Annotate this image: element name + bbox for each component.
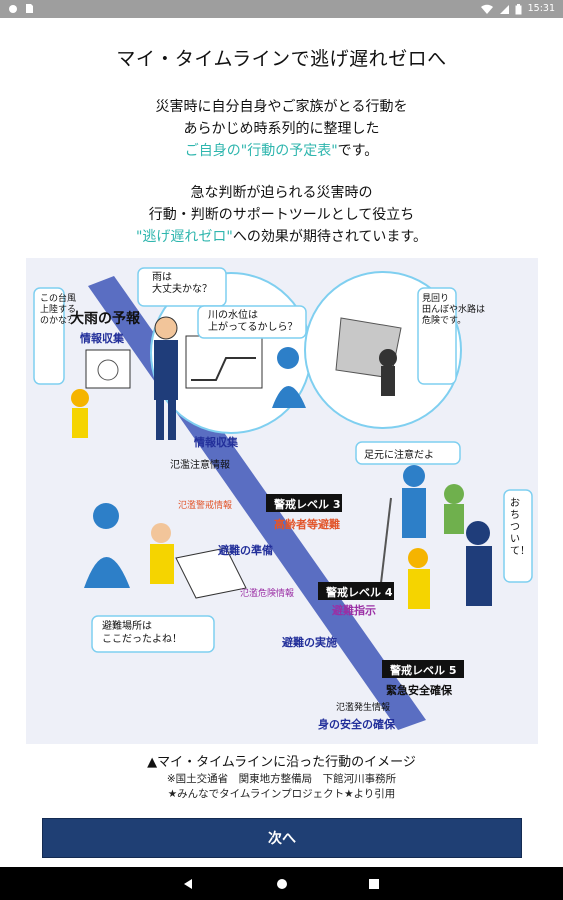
evacuation-prep-label: 避難の準備 bbox=[218, 544, 273, 557]
weather-map-icon bbox=[85, 349, 131, 389]
info-gathering-label-1: 情報収集 bbox=[80, 332, 124, 345]
notification-icon bbox=[9, 5, 17, 13]
illustration-artwork bbox=[33, 267, 533, 730]
intro-paragraph-2: 急な判断が迫られる災害時の 行動・判断のサポートツールとして役立ち "逃げ遅れゼ… bbox=[0, 182, 563, 248]
navigation-bar bbox=[0, 867, 563, 900]
caption-source: ※国土交通省 関東地方整備局 下館河川事務所 bbox=[166, 773, 397, 785]
info-gathering-label-2: 情報収集 bbox=[194, 436, 238, 449]
intro2-line-1: 急な判断が迫られる災害時の bbox=[190, 185, 373, 201]
alert-level-5-badge bbox=[382, 660, 464, 678]
bubble-river bbox=[197, 305, 307, 339]
wifi-icon bbox=[480, 4, 493, 14]
next-button[interactable]: 次へ bbox=[42, 818, 522, 858]
status-time: 15:31 bbox=[527, 3, 555, 14]
flood-danger-info-label: 氾濫危険情報 bbox=[240, 589, 295, 599]
heavy-rain-forecast-label: 大雨の予報 bbox=[70, 311, 140, 327]
evacuation-action-label: 避難の実施 bbox=[282, 636, 337, 649]
page-title: マイ・タイムラインで逃げ遅れゼロへ bbox=[116, 48, 447, 70]
bubble-typhoon-text: この台風 上陸する のかな？ bbox=[40, 294, 77, 326]
intro-paragraph: 災害時に自分自身やご家族がとる行動を あらかじめ時系列的に整理した ご自身の"行… bbox=[0, 96, 563, 162]
flood-occurrence-info-label: 氾濫発生情報 bbox=[336, 703, 391, 713]
evacuation-order-label: 避難指示 bbox=[332, 604, 376, 617]
illustration-caption: ▲マイ・タイムラインに沿った行動のイメージ ※国土交通省 関東地方整備局 下館河… bbox=[0, 754, 563, 802]
woman-figure bbox=[277, 347, 299, 369]
flood-caution-info-label: 氾濫注意情報 bbox=[170, 460, 230, 471]
bubble-footing bbox=[355, 441, 461, 465]
signal-icon bbox=[499, 4, 509, 14]
bubble-shelter bbox=[91, 615, 215, 653]
bubble-rice-field-text: 見回り 田んぼや水路は 危険です。 bbox=[422, 294, 485, 326]
intro2-line-2: 行動・判断のサポートツールとして役立ち bbox=[148, 207, 415, 223]
flood-warning-info-label: 氾濫警戒情報 bbox=[178, 501, 233, 511]
alert-level-5-label: 警戒レベル 5 bbox=[390, 664, 457, 677]
man-figure bbox=[154, 316, 178, 340]
elderly-evacuation-label: 高齢者等避難 bbox=[274, 518, 340, 531]
next-button-label: 次へ bbox=[268, 831, 296, 847]
sd-card-icon bbox=[26, 4, 33, 13]
timeline-illustration: 雨は 大丈夫かな？ この台風 上陸する のかな？ 大雨の予報 情報収集 川の水位… bbox=[26, 258, 538, 744]
intro-line-3-rest: です。 bbox=[337, 143, 379, 159]
bubble-footing-text: 足元に注意だよ bbox=[364, 450, 434, 461]
bubble-shelter-text: 避難場所は ここだったよね！ bbox=[102, 621, 182, 645]
alert-level-4-badge bbox=[318, 582, 394, 600]
alert-level-3-badge bbox=[266, 494, 342, 512]
bubble-calm-text: おちついて！ bbox=[510, 498, 530, 557]
caption-credit: ★みんなでタイムラインプロジェクト★より引用 bbox=[167, 788, 396, 800]
bubble-weather-text: 雨は 大丈夫かな？ bbox=[152, 272, 212, 295]
intro2-line-3-rest: への効果が期待されています。 bbox=[232, 229, 428, 245]
intro2-line-3: "逃げ遅れゼロ"への効果が期待されています。 bbox=[0, 226, 563, 248]
intro-line-1: 災害時に自分自身やご家族がとる行動を bbox=[155, 99, 408, 115]
caption-main: ▲マイ・タイムラインに沿った行動のイメージ bbox=[147, 755, 416, 770]
emergency-safety-label: 緊急安全確保 bbox=[386, 684, 452, 697]
safety-secure-label: 身の安全の確保 bbox=[318, 718, 395, 731]
status-bar: 15:31 bbox=[0, 0, 563, 18]
intro-line-3: ご自身の"行動の予定表"です。 bbox=[0, 140, 563, 162]
alert-level-4-label: 警戒レベル 4 bbox=[326, 586, 393, 599]
intro-highlight: ご自身の"行動の予定表" bbox=[184, 143, 338, 159]
battery-icon bbox=[515, 3, 522, 14]
bubble-weather bbox=[137, 267, 227, 307]
intro-line-2: あらかじめ時系列的に整理した bbox=[183, 121, 380, 137]
intro2-highlight: "逃げ遅れゼロ" bbox=[135, 229, 233, 245]
home-icon[interactable] bbox=[274, 876, 290, 892]
recents-icon[interactable] bbox=[366, 876, 382, 892]
alert-level-3-label: 警戒レベル 3 bbox=[274, 498, 341, 511]
hazard-map-icon bbox=[175, 547, 247, 599]
bubble-rice-field bbox=[417, 287, 457, 385]
back-icon[interactable] bbox=[180, 876, 196, 892]
bubble-calm bbox=[503, 489, 533, 583]
bubble-typhoon bbox=[33, 287, 65, 385]
bubble-river-text: 川の水位は 上がってるかしら？ bbox=[208, 310, 298, 333]
